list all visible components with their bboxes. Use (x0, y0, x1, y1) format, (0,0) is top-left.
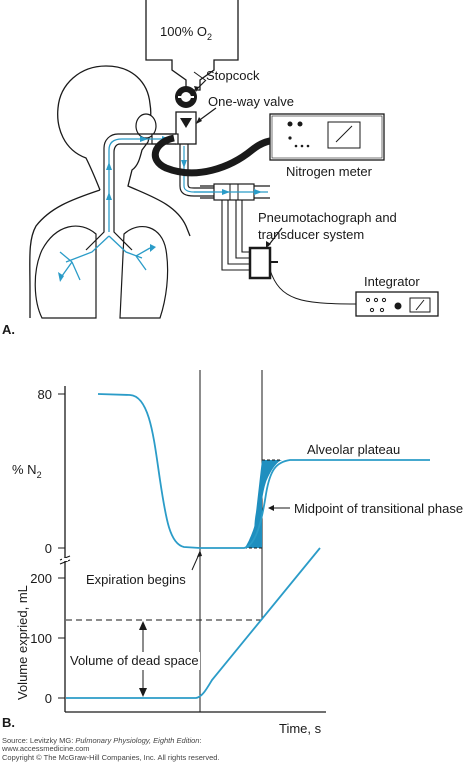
vol-tick-200: 200 (30, 571, 52, 586)
n2-tick-0: 0 (45, 541, 52, 556)
transducer (248, 246, 272, 280)
source-line: Source: Levitzky MG: Pulmonary Physiolog… (2, 736, 202, 745)
patient-outline (57, 65, 191, 237)
airway-outline (85, 133, 176, 251)
dead-space-label: Volume of dead space (70, 653, 199, 668)
one-way-valve-label: One-way valve (208, 94, 294, 109)
integrator-device (355, 291, 439, 317)
url-line: www.accessmedicine.com (1, 744, 90, 753)
dead-space-arrow-down (139, 688, 147, 697)
oxygen-label: 100% O2 (160, 24, 212, 42)
credits: Source: Levitzky MG: Pulmonary Physiolog… (1, 736, 220, 762)
n2-concentration-curve (97, 393, 430, 549)
n2-tick-80: 80 (38, 387, 52, 402)
airflow-arrows (59, 138, 170, 281)
right-lung (119, 225, 169, 319)
nitrogen-meter-label: Nitrogen meter (286, 164, 373, 179)
volume-axis-label: Volume expried, mL (15, 585, 30, 700)
nitrogen-meter (269, 113, 385, 161)
alveolar-plateau-label: Alveolar plateau (307, 442, 400, 457)
vol-tick-0: 0 (45, 691, 52, 706)
left-lung (34, 225, 97, 319)
pneumotachograph (194, 183, 278, 280)
integrator-label: Integrator (364, 274, 420, 289)
pneumotach-label-2: transducer system (258, 227, 364, 242)
dead-space-arrow-up (139, 621, 147, 630)
gauge-icon (327, 121, 361, 149)
pneumotach-label-1: Pneumotachograph and (258, 210, 397, 225)
panel-a-apparatus: 100% O2 Stopcock One-way valve (2, 0, 439, 337)
volume-expired-curve (66, 547, 321, 699)
stopcock-label: Stopcock (206, 68, 260, 83)
sampling-hose (151, 134, 281, 177)
vol-tick-100: 100 (30, 631, 52, 646)
panel-b-letter: B. (2, 715, 15, 730)
time-axis-label: Time, s (279, 721, 322, 736)
panel-a-letter: A. (2, 322, 15, 337)
copyright-line: Copyright © The McGraw-Hill Companies, I… (2, 753, 220, 762)
expiration-begins-label: Expiration begins (86, 572, 186, 587)
panel-b-graph: 80 0 200 100 0 % N2 Volume expried, mL A… (2, 370, 463, 736)
n2-axis-label: % N2 (12, 462, 42, 480)
midpoint-label: Midpoint of transitional phase (294, 501, 463, 516)
